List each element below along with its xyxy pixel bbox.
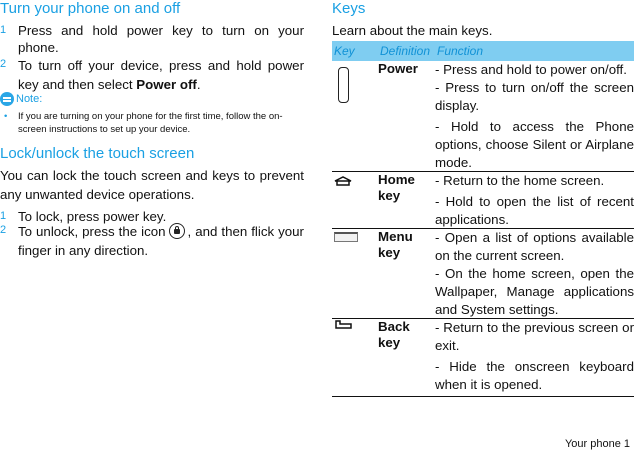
step-text-part: To turn off your device, press and hold …	[18, 58, 304, 92]
step-text: To unlock, press the icon, and then flic…	[18, 222, 304, 260]
section-title-lock-unlock: Lock/unlock the touch screen	[0, 145, 195, 162]
row-divider	[332, 228, 634, 229]
function-item: - Return to the home screen.	[435, 173, 605, 188]
table-bottom-border	[332, 396, 634, 397]
step-2: 2 To turn off your device, press and hol…	[0, 56, 304, 94]
page-footer: Your phone 1	[564, 438, 630, 450]
function-item: - On the home screen, open the Wallpaper…	[435, 266, 634, 317]
function-item: - Press and hold to power on/off.	[435, 62, 627, 77]
note-header: Note:	[0, 92, 304, 106]
step-text-part: To unlock, press the icon	[18, 224, 166, 239]
key-definition: Home key	[378, 172, 415, 203]
function-item: - Open a list of options available on th…	[435, 230, 634, 263]
key-functions: - Return to the previous screen or exit.…	[435, 319, 634, 394]
power-off-label: Power off	[136, 77, 197, 92]
key-definition: Power	[378, 61, 418, 76]
key-functions: - Press and hold to power on/off. - Pres…	[435, 61, 634, 172]
key-functions: - Open a list of options available on th…	[435, 229, 634, 319]
home-key-icon	[334, 176, 352, 186]
function-item: - Press to turn on/off the screen displa…	[435, 80, 634, 113]
table-row: Home key - Return to the home screen. - …	[332, 172, 634, 228]
column-header-key: Key	[334, 44, 355, 58]
step-number: 1	[0, 24, 7, 36]
function-item: - Hold to open the list of recent applic…	[435, 194, 634, 227]
lock-icon	[168, 223, 185, 239]
lock-step-1: 1 To lock, press power key.	[0, 208, 304, 225]
key-definition: Back key	[378, 319, 410, 350]
section-title-keys: Keys	[332, 0, 366, 17]
table-row: Menu key - Open a list of options availa…	[332, 229, 634, 318]
note-text: If you are turning on your phone for the…	[18, 111, 283, 135]
note-box: Note: • If you are turning on your phone…	[0, 92, 304, 136]
step-text: To turn off your device, press and hold …	[18, 56, 304, 94]
key-definition: Menu key	[378, 229, 413, 260]
note-item: • If you are turning on your phone for t…	[0, 110, 304, 136]
lock-intro: You can lock the touch screen and keys t…	[0, 168, 304, 202]
power-key-icon	[338, 67, 349, 103]
table-header: Key Definition Function	[332, 41, 634, 61]
step-number: 2	[0, 224, 7, 236]
bullet-icon: •	[4, 111, 8, 122]
function-item: - Hide the onscreen keyboard when it is …	[435, 359, 634, 392]
step-number: 2	[0, 58, 7, 70]
step-1: 1 Press and hold power key to turn on yo…	[0, 22, 304, 56]
keys-intro: Learn about the main keys.	[332, 23, 493, 38]
step-number: 1	[0, 210, 7, 222]
step-text-part: .	[196, 77, 201, 92]
menu-key-icon	[334, 232, 358, 242]
row-divider	[332, 318, 634, 319]
key-functions: - Return to the home screen. - Hold to o…	[435, 172, 634, 229]
row-divider	[332, 171, 634, 172]
column-header-definition: Definition	[380, 44, 431, 58]
back-key-icon	[335, 320, 352, 329]
table-row: Power - Press and hold to power on/off. …	[332, 61, 634, 171]
column-header-function: Function	[437, 44, 484, 58]
lock-step-2: 2 To unlock, press the icon, and then fl…	[0, 222, 304, 260]
function-item: - Hold to access the Phone options, choo…	[435, 119, 634, 170]
function-item: - Return to the previous screen or exit.	[435, 320, 634, 353]
table-row: Back key - Return to the previous screen…	[332, 319, 634, 395]
step-text: Press and hold power key to turn on your…	[18, 23, 304, 55]
note-label: Note:	[16, 93, 43, 105]
note-icon	[0, 92, 14, 106]
section-title-turn-on-off: Turn your phone on and off	[0, 0, 181, 17]
step-text: To lock, press power key.	[18, 209, 167, 224]
keys-table: Key Definition Function	[332, 41, 634, 61]
step-text-part: , and then flick your finger in any dire…	[18, 224, 304, 258]
